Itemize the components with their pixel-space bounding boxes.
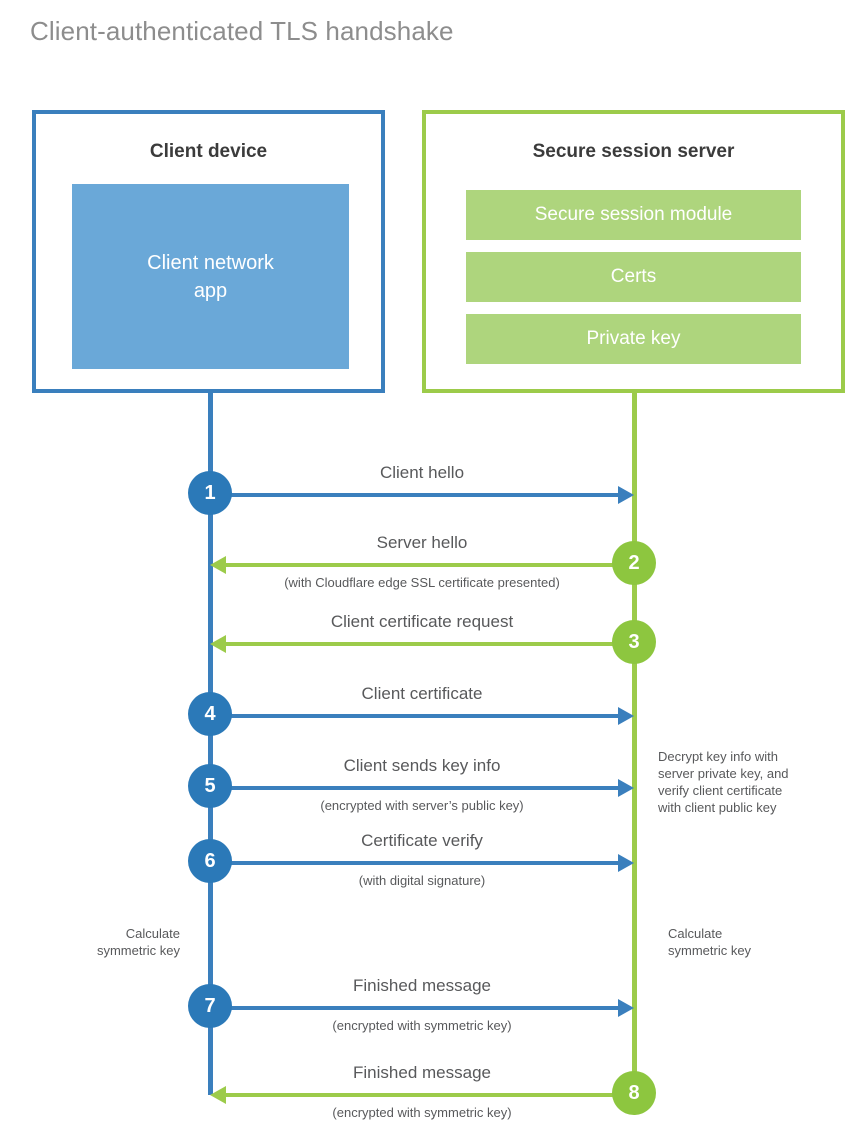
step-circle-6: 6: [188, 839, 232, 883]
message-1-label: Client hello: [379, 463, 465, 482]
arrow-head-left-icon: [210, 1086, 226, 1104]
message-8-label: Finished message: [353, 1063, 491, 1082]
arrow-line: [210, 861, 620, 865]
client-device-box: Client device Client network app: [32, 110, 385, 393]
page-title: Client-authenticated TLS handshake: [30, 16, 454, 46]
arrow-head-left-icon: [210, 635, 226, 653]
arrow-head-right-icon: [618, 779, 634, 797]
message-2-sublabel: (with Cloudflare edge SSL certificate pr…: [284, 575, 560, 590]
server-component-private-key: Private key: [466, 314, 801, 364]
arrow-head-right-icon: [618, 486, 634, 504]
server-component-certs: Certs: [466, 252, 801, 302]
client-app-label-line1: Client network: [147, 251, 274, 274]
client-network-app-box: Client network app: [72, 184, 349, 369]
step-circle-4: 4: [188, 692, 232, 736]
client-note-calculate-symmetric-key: Calculate symmetric key: [96, 926, 180, 958]
arrow-line: [224, 642, 634, 646]
step-circle-8: 8: [612, 1071, 656, 1115]
arrow-line: [210, 493, 620, 497]
message-6-label: Certificate verify: [361, 831, 483, 850]
arrow-line: [224, 1093, 634, 1097]
arrow-head-left-icon: [210, 556, 226, 574]
step-circle-7: 7: [188, 984, 232, 1028]
message-5-label: Client sends key info: [343, 756, 501, 775]
message-3-label: Client certificate request: [330, 612, 514, 631]
message-7-label: Finished message: [353, 976, 491, 995]
arrow-line: [224, 563, 634, 567]
message-4-label: Client certificate: [361, 684, 483, 703]
message-2-label: Server hello: [376, 533, 468, 552]
arrow-line: [210, 1006, 620, 1010]
step-circle-2: 2: [612, 541, 656, 585]
secure-session-server-box: Secure session server Secure session mod…: [422, 110, 845, 393]
arrow-head-right-icon: [618, 707, 634, 725]
step-circle-1: 1: [188, 471, 232, 515]
arrow-head-right-icon: [618, 999, 634, 1017]
step-circle-3: 3: [612, 620, 656, 664]
message-7-sublabel: (encrypted with symmetric key): [332, 1018, 512, 1033]
secure-session-server-title: Secure session server: [532, 141, 735, 162]
arrow-line: [210, 786, 620, 790]
message-5-sublabel: (encrypted with server’s public key): [320, 798, 524, 813]
server-note-calculate-symmetric-key: Calculate symmetric key: [668, 926, 752, 958]
step-circle-5: 5: [188, 764, 232, 808]
server-component-secure-session-module: Secure session module: [466, 190, 801, 240]
message-6-sublabel: (with digital signature): [358, 873, 486, 888]
server-lifeline: [632, 392, 637, 1095]
client-lifeline: [208, 392, 213, 1095]
server-note-decrypt-key-info: Decrypt key info with server private key…: [658, 749, 789, 815]
arrow-head-right-icon: [618, 854, 634, 872]
server-component-list: Secure session module Certs Private key: [466, 190, 801, 376]
arrow-line: [210, 714, 620, 718]
client-device-title: Client device: [149, 141, 268, 162]
message-8-sublabel: (encrypted with symmetric key): [332, 1105, 512, 1120]
client-app-label-line2: app: [193, 279, 228, 302]
